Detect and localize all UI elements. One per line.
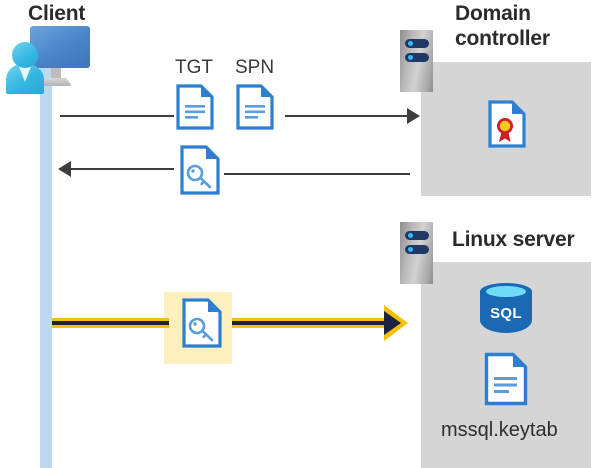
tgt-document-icon: [176, 84, 214, 130]
rack-bar-icon: [405, 53, 429, 62]
sql-database-icon: SQL: [480, 283, 532, 339]
rack-led-icon: [408, 41, 413, 46]
response-arrow-line-left: [70, 168, 174, 170]
service-arrow-head-inner: [384, 311, 401, 335]
domain-controller-title: Domain controller: [455, 2, 550, 50]
keytab-document-icon: [484, 352, 528, 406]
session-key-document-icon: [180, 145, 220, 195]
monitor-base-icon: [40, 78, 72, 86]
response-arrow-line-right: [224, 173, 410, 175]
linux-server-icon: [400, 222, 433, 284]
monitor-screen-icon: [30, 26, 90, 68]
request-arrow-line-left: [60, 115, 174, 117]
client-lifeline: [40, 68, 52, 468]
rack-bar-icon: [405, 39, 429, 48]
rack-led-icon: [408, 55, 413, 60]
tgt-label: TGT: [175, 57, 213, 78]
client-title: Client: [28, 2, 86, 25]
rack-bar-icon: [405, 231, 429, 240]
service-arrow-line-left: [52, 318, 169, 328]
spn-document-icon: [236, 84, 274, 130]
rack-led-icon: [408, 233, 413, 238]
rack-led-icon: [408, 247, 413, 252]
sql-label: SQL: [490, 305, 522, 322]
spn-label: SPN: [235, 57, 275, 78]
request-arrow-line-right: [285, 115, 410, 117]
certificate-document-icon: [488, 100, 526, 148]
service-ticket-document-icon: [182, 298, 222, 348]
sql-cylinder-top-inner: [486, 286, 526, 297]
keytab-filename-label: mssql.keytab: [441, 419, 558, 441]
service-arrow-line-right: [232, 318, 388, 328]
linux-server-title: Linux server: [452, 228, 575, 251]
request-arrow-head: [407, 108, 420, 124]
person-head-icon: [12, 42, 38, 68]
client-computer-icon: [6, 26, 92, 98]
monitor-neck-icon: [51, 68, 61, 79]
response-arrow-head: [58, 161, 71, 177]
rack-bar-icon: [405, 245, 429, 254]
domain-controller-server-icon: [400, 30, 433, 92]
